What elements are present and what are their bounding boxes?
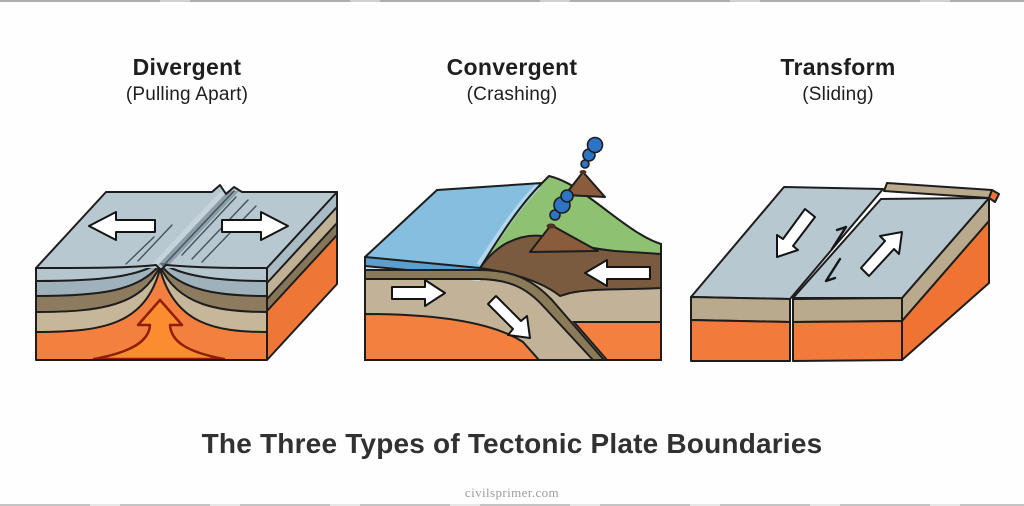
volcano-front: [529, 189, 599, 253]
divergent-title: Divergent: [132, 54, 242, 80]
right-plate-arrow-icon: [860, 231, 903, 277]
left-block-front-face: [690, 296, 791, 362]
transform-title: Transform: [780, 54, 896, 80]
divergent-top-face: [35, 184, 338, 271]
back-offset-step: [883, 182, 1000, 203]
oceanic-plate-arrow-icon: [391, 279, 446, 307]
convergent-boundary-diagram: [364, 136, 662, 361]
rift-valley: [150, 191, 228, 266]
top-edge-artifact: [0, 0, 1024, 2]
slab-subduction-arrow-icon: [487, 295, 531, 339]
transform-boundary-diagram: [690, 182, 1000, 362]
right-plate-arrow-icon: [221, 211, 289, 241]
convergent-label-block: Convergent (Crashing): [447, 52, 578, 108]
divergent-subtitle: (Pulling Apart): [125, 84, 249, 105]
eruption-plume-icon: [580, 136, 604, 169]
divergent-label-block: Divergent (Pulling Apart): [126, 52, 248, 108]
right-block-front-face: [792, 297, 903, 362]
left-plate-arrow-icon: [776, 208, 816, 258]
mantle-left: [364, 312, 542, 361]
left-plate-arrow-icon: [88, 211, 156, 241]
divergent-side-face: [266, 192, 338, 360]
transform-subtitle: (Sliding): [802, 84, 874, 105]
eruption-plume-icon: [549, 189, 574, 221]
transform-label-block: Transform (Sliding): [780, 52, 895, 108]
volcano-back: [564, 136, 606, 198]
continental-crust-band: [479, 234, 662, 297]
divergent-boundary-diagram: [35, 184, 338, 361]
watermark: civilsprimer.com: [464, 485, 560, 500]
page-title: The Three Types of Tectonic Plate Bounda…: [201, 428, 823, 459]
continental-plate-arrow-icon: [584, 259, 651, 287]
convergent-subtitle: (Crashing): [466, 84, 558, 105]
shear-half-arrows-icon: [824, 225, 848, 283]
convergent-title: Convergent: [446, 54, 578, 80]
